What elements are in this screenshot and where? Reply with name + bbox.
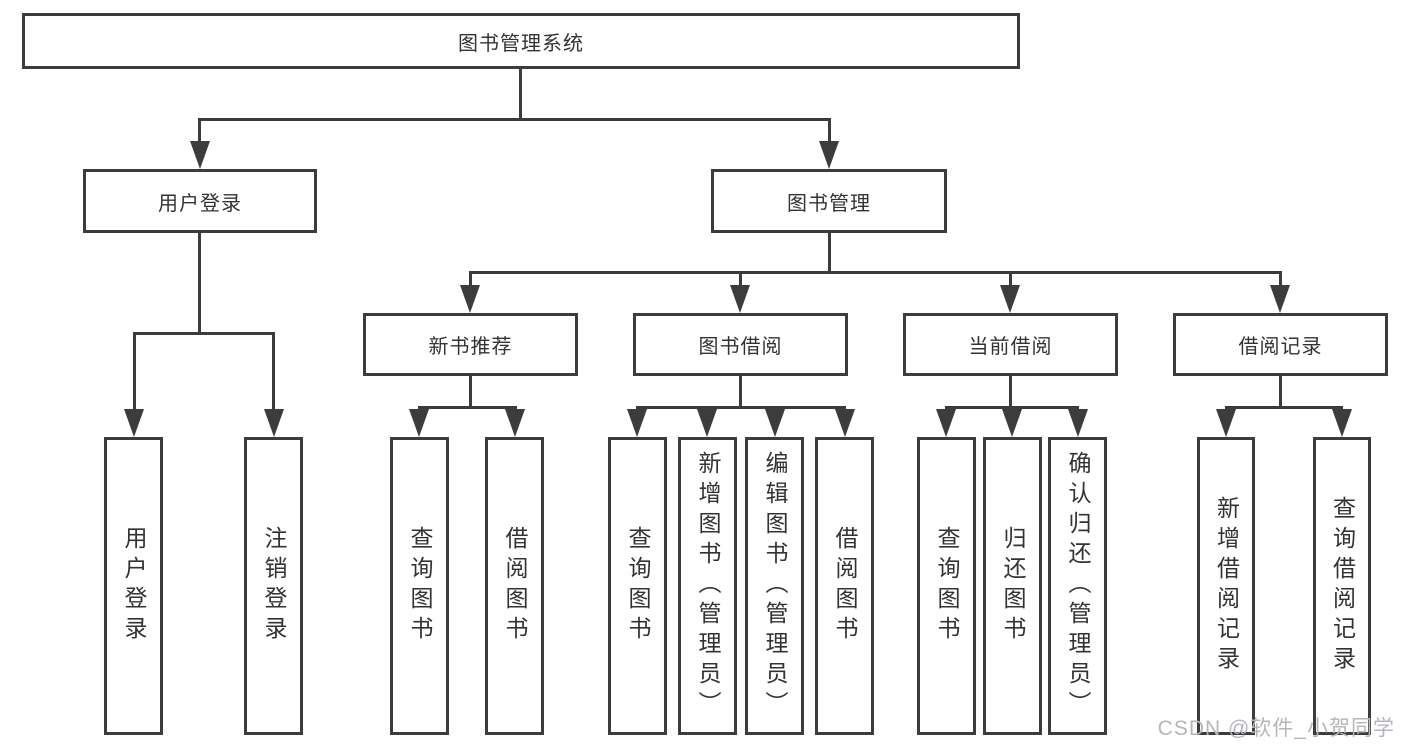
connector-line: [198, 118, 831, 121]
connector-line: [469, 376, 472, 408]
leaf-borrow-add-books-admin: 新增图书（管理员）: [678, 437, 737, 735]
node-user-login: 用户登录: [83, 169, 317, 233]
leaf-borrow-add-books-admin-label: 新增图书（管理员）: [695, 451, 721, 721]
connector-line: [636, 406, 846, 409]
arrowhead-down-icon: [697, 409, 717, 437]
connector-line: [1009, 273, 1012, 289]
leaf-record-query-record: 查询借阅记录: [1313, 437, 1371, 735]
arrowhead-down-icon: [1000, 285, 1020, 313]
arrowhead-down-icon: [505, 409, 525, 437]
node-new-book-recommend: 新书推荐: [363, 313, 578, 376]
node-current-borrow: 当前借阅: [903, 313, 1118, 376]
arrowhead-down-icon: [1332, 409, 1352, 437]
connector-line: [739, 273, 742, 289]
leaf-current-return-books-label: 归还图书: [1000, 526, 1026, 646]
leaf-record-add-record-label: 新增借阅记录: [1213, 496, 1240, 676]
leaf-user-login: 用户登录: [104, 437, 163, 735]
arrowhead-down-icon: [264, 409, 284, 437]
connector-line: [1225, 406, 1343, 409]
leaf-user-login-label: 用户登录: [121, 526, 147, 646]
leaf-current-confirm-return-admin: 确认归还（管理员）: [1048, 437, 1107, 735]
leaf-rec-borrow-books-label: 借阅图书: [502, 526, 528, 646]
leaf-current-confirm-return-admin-label: 确认归还（管理员）: [1065, 451, 1091, 721]
leaf-current-query-books: 查询图书: [917, 437, 976, 735]
connector-line: [828, 233, 831, 273]
node-new-book-recommend-label: 新书推荐: [428, 336, 513, 358]
node-book-borrow-label: 图书借阅: [698, 336, 783, 358]
node-user-login-label: 用户登录: [158, 192, 242, 215]
leaf-logout: 注销登录: [244, 437, 303, 735]
arrowhead-down-icon: [190, 141, 210, 169]
node-current-borrow-label: 当前借阅: [968, 336, 1053, 358]
arrowhead-down-icon: [1002, 409, 1022, 437]
node-borrow-record: 借阅记录: [1173, 313, 1388, 376]
arrowhead-down-icon: [627, 409, 647, 437]
node-library-system: 图书管理系统: [22, 13, 1020, 69]
connector-line: [469, 273, 472, 289]
connector-line: [133, 332, 275, 335]
arrowhead-down-icon: [765, 409, 785, 437]
arrowhead-down-icon: [936, 409, 956, 437]
connector-line: [272, 334, 275, 412]
connector-line: [133, 334, 136, 412]
arrowhead-down-icon: [1068, 409, 1088, 437]
arrowhead-down-icon: [1270, 285, 1290, 313]
connector-line: [1009, 376, 1012, 408]
connector-line: [519, 69, 522, 120]
node-book-borrow: 图书借阅: [633, 313, 848, 376]
connector-line: [469, 271, 1282, 274]
leaf-rec-query-books-label: 查询图书: [407, 526, 433, 646]
connector-line: [828, 120, 831, 145]
leaf-borrow-edit-books-admin-label: 编辑图书（管理员）: [762, 451, 788, 721]
arrowhead-down-icon: [819, 141, 839, 169]
arrowhead-down-icon: [124, 409, 144, 437]
connector-line: [198, 233, 201, 334]
arrowhead-down-icon: [1216, 409, 1236, 437]
node-borrow-record-label: 借阅记录: [1238, 336, 1323, 358]
connector-line: [1279, 273, 1282, 289]
leaf-current-query-books-label: 查询图书: [934, 526, 960, 646]
leaf-current-return-books: 归还图书: [983, 437, 1042, 735]
connector-line: [418, 406, 517, 409]
arrowhead-down-icon: [460, 285, 480, 313]
leaf-borrow-edit-books-admin: 编辑图书（管理员）: [745, 437, 804, 735]
leaf-record-add-record: 新增借阅记录: [1197, 437, 1255, 735]
leaf-rec-query-books: 查询图书: [390, 437, 449, 735]
leaf-borrow-query-books: 查询图书: [608, 437, 667, 735]
node-library-system-label: 图书管理系统: [458, 32, 584, 55]
leaf-record-query-record-label: 查询借阅记录: [1329, 496, 1356, 676]
connector-line: [945, 406, 1079, 409]
arrowhead-down-icon: [730, 285, 750, 313]
connector-line: [1279, 376, 1282, 408]
leaf-rec-borrow-books: 借阅图书: [485, 437, 544, 735]
arrowhead-down-icon: [835, 409, 855, 437]
arrowhead-down-icon: [409, 409, 429, 437]
node-book-management: 图书管理: [711, 169, 947, 233]
connector-line: [739, 376, 742, 408]
connector-line: [198, 120, 201, 145]
leaf-borrow-query-books-label: 查询图书: [625, 526, 651, 646]
node-book-management-label: 图书管理: [787, 192, 871, 215]
leaf-borrow-borrow-books: 借阅图书: [815, 437, 874, 735]
leaf-borrow-borrow-books-label: 借阅图书: [832, 526, 858, 646]
csdn-watermark: CSDN @软件_小贺同学: [1157, 717, 1395, 740]
leaf-logout-label: 注销登录: [261, 526, 287, 646]
